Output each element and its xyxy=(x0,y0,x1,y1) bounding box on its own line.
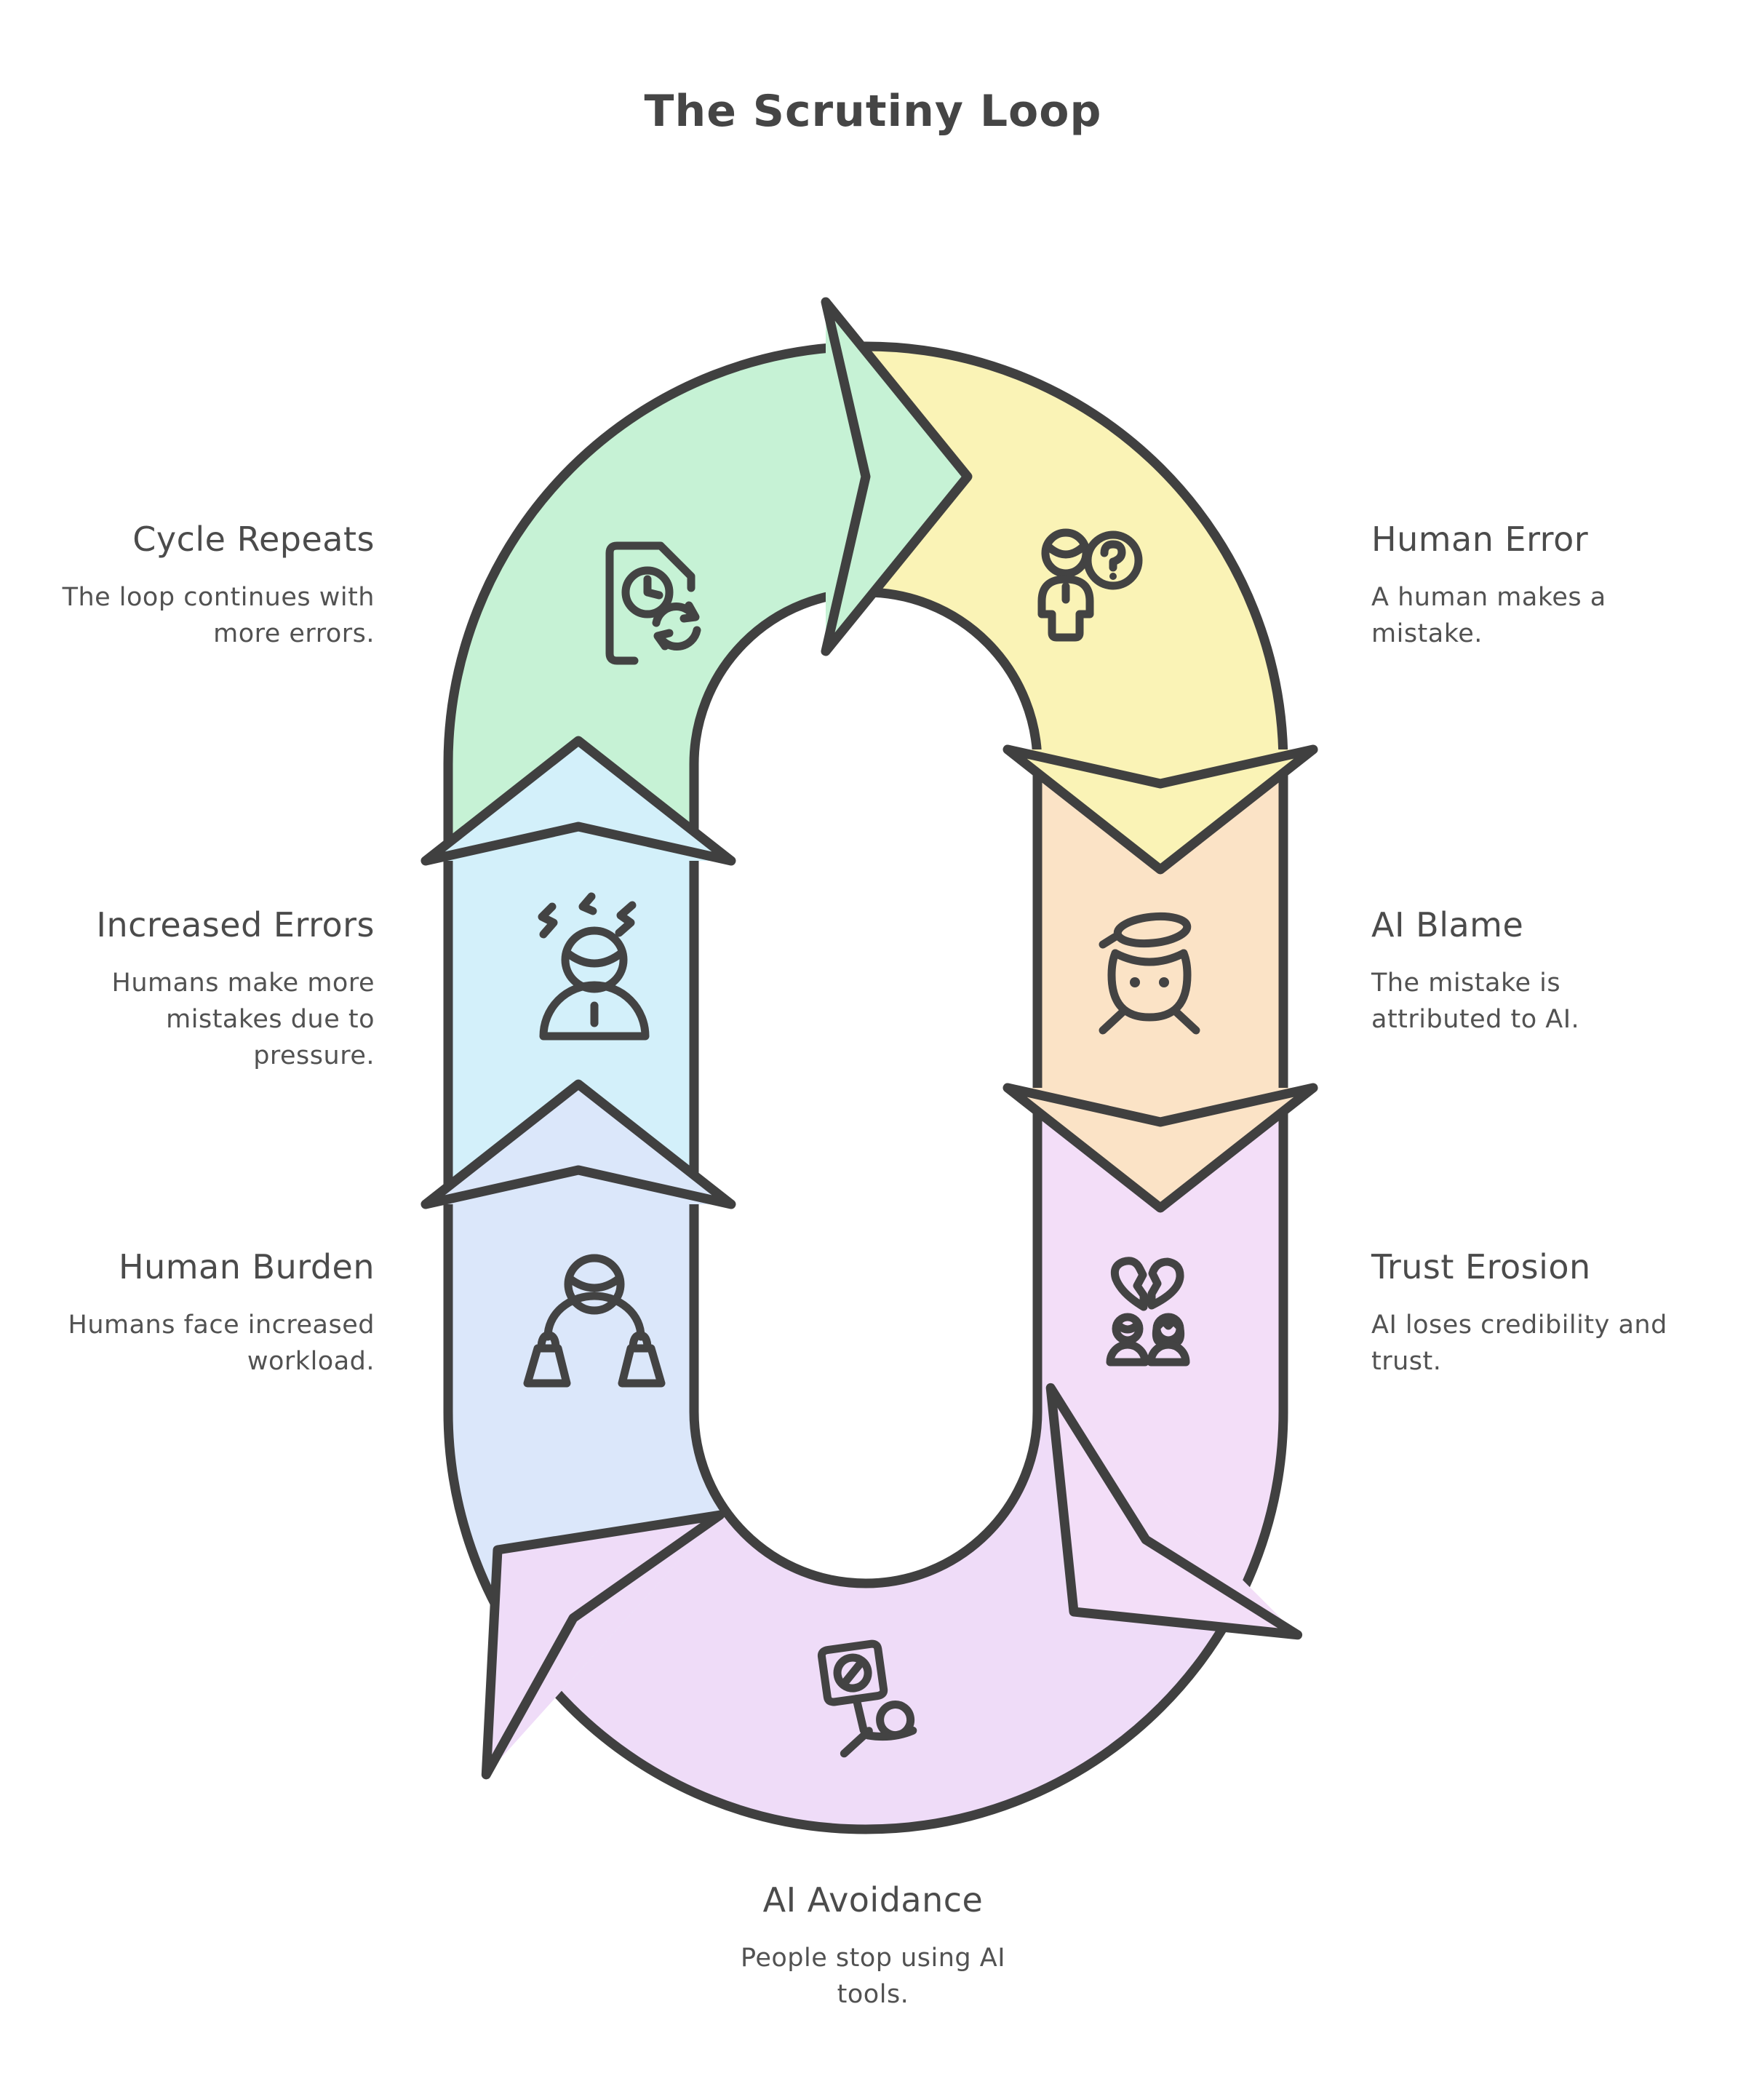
stage-description: People stop using AI tools. xyxy=(740,1944,1006,2009)
loop-arrows xyxy=(420,297,1318,1780)
broken-heart-people-icon xyxy=(1106,1257,1190,1367)
stage-label-ai-avoidance: AI Avoidance People stop using AI tools. xyxy=(655,1879,1091,2013)
loop-outer-outline xyxy=(443,341,1288,1834)
stage-title: AI Blame xyxy=(1371,905,1524,944)
stage-label-human-burden: Human Burden Humans face increased workl… xyxy=(33,1246,375,1380)
segment-fill-cycle-repeats xyxy=(448,348,826,862)
stage-description: The loop continues with more errors. xyxy=(62,583,375,648)
arrow-human-error xyxy=(1002,744,1318,875)
stage-title: AI Avoidance xyxy=(762,1880,984,1920)
person-question-icon xyxy=(1037,528,1143,642)
stage-label-increased-errors: Increased Errors Humans make more mistak… xyxy=(33,904,375,1074)
stage-label-human-error: Human Error A human makes a mistake. xyxy=(1371,518,1721,652)
robot-halo-icon xyxy=(1099,912,1200,1035)
arrow-ai-avoidance xyxy=(481,1510,725,1780)
arrow-human-burden xyxy=(420,1079,736,1209)
loop-inner-outline xyxy=(689,587,1043,1588)
loop-ring-outline xyxy=(443,341,1288,1834)
arrow-increased-errors xyxy=(420,736,736,866)
stage-description: Humans make more mistakes due to pressur… xyxy=(111,969,375,1070)
stage-description: A human makes a mistake. xyxy=(1371,583,1606,648)
stage-title: Trust Erosion xyxy=(1371,1247,1591,1286)
stage-description: AI loses credibility and trust. xyxy=(1371,1310,1667,1376)
stage-label-cycle-repeats: Cycle Repeats The loop continues with mo… xyxy=(33,518,375,652)
stage-description: The mistake is attributed to AI. xyxy=(1371,969,1580,1034)
person-weights-icon xyxy=(523,1254,666,1388)
arrow-trust-erosion xyxy=(1045,1383,1303,1640)
arrow-cycle-repeats xyxy=(821,297,973,656)
stage-title: Human Burden xyxy=(119,1247,375,1286)
stage-title: Human Error xyxy=(1371,520,1589,559)
stage-icons xyxy=(523,528,1200,1758)
arrow-ai-blame xyxy=(1002,1083,1318,1213)
stage-title: Increased Errors xyxy=(96,905,375,944)
stage-label-ai-blame: AI Blame The mistake is attributed to AI… xyxy=(1371,904,1721,1038)
page-title: The Scrutiny Loop xyxy=(644,86,1102,137)
document-refresh-icon xyxy=(605,541,701,665)
stage-description: Humans face increased workload. xyxy=(68,1310,375,1376)
stage-label-trust-erosion: Trust Erosion AI loses credibility and t… xyxy=(1371,1246,1721,1380)
stressed-person-icon xyxy=(538,892,650,1041)
protest-sign-icon xyxy=(817,1639,917,1758)
stage-title: Cycle Repeats xyxy=(132,520,375,559)
